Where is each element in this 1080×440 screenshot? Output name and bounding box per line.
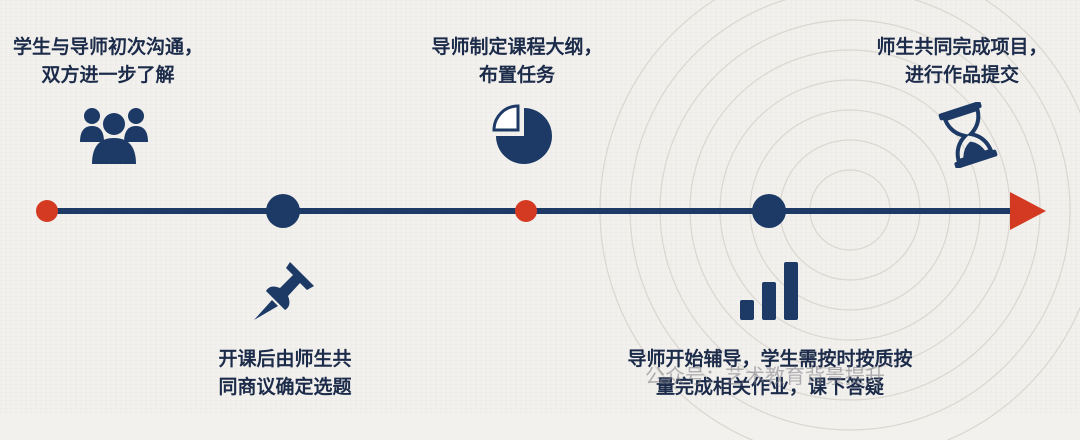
timeline-marker-3 [515, 200, 537, 222]
step-1-label: 学生与导师初次沟通， 双方进一步了解 [8, 33, 208, 89]
step-2-label: 开课后由师生共 同商议确定选题 [190, 345, 380, 401]
step-5-label: 师生共同完成项目， 进行作品提交 [862, 33, 1062, 89]
step-5-line-2: 进行作品提交 [904, 64, 1019, 86]
pushpin-icon [254, 262, 314, 320]
step-4-line-2: 量完成相关作业，课下答疑 [655, 376, 884, 398]
step-3-label: 导师制定课程大纲， 布置任务 [412, 33, 622, 89]
bar-chart-icon [740, 262, 798, 320]
timeline-marker-2 [266, 194, 300, 228]
people-group-icon [80, 108, 148, 164]
step-4-label: 导师开始辅导，学生需按时按质按 量完成相关作业，课下答疑 [600, 345, 940, 401]
pie-chart-icon [492, 104, 552, 164]
background [0, 0, 1080, 413]
timeline-marker-1 [36, 200, 58, 222]
step-2-line-2: 同商议确定选题 [218, 376, 352, 398]
step-3-line-1: 导师制定课程大纲， [431, 36, 603, 58]
hourglass-icon [938, 102, 998, 168]
step-1-line-2: 双方进一步了解 [41, 64, 175, 86]
step-5-line-1: 师生共同完成项目， [876, 36, 1048, 58]
step-1-line-1: 学生与导师初次沟通， [12, 36, 203, 58]
timeline-marker-4 [752, 194, 786, 228]
step-2-line-1: 开课后由师生共 [218, 348, 352, 370]
watermark: 公众号：艺术教育背景提升 [645, 364, 885, 388]
timeline-arrow-head [1010, 192, 1046, 230]
step-3-line-2: 布置任务 [478, 64, 555, 86]
step-4-line-1: 导师开始辅导，学生需按时按质按 [627, 348, 913, 370]
